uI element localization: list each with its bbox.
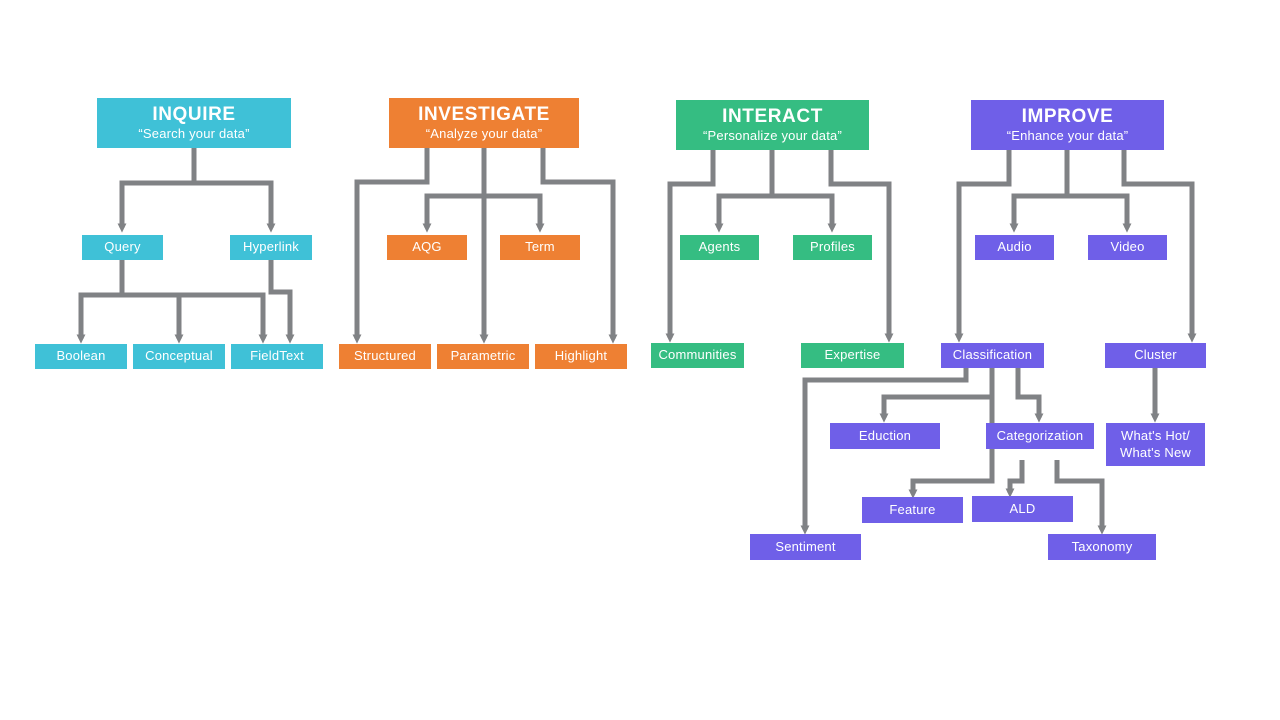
node-feature[interactable]: Feature (862, 497, 963, 523)
node-boolean[interactable]: Boolean (35, 344, 127, 369)
node-label: Cluster (1134, 347, 1177, 363)
node-label: Classification (952, 347, 1033, 363)
node-profiles[interactable]: Profiles (793, 235, 872, 260)
node-agents[interactable]: Agents (680, 235, 759, 260)
node-eduction[interactable]: Eduction (830, 423, 940, 449)
node-label: Agents (698, 239, 741, 255)
pillar-title: INQUIRE (152, 103, 236, 125)
node-term[interactable]: Term (500, 235, 580, 260)
node-label-line2: What's New (1120, 444, 1191, 460)
pillar-header-interact[interactable]: INTERACT “Personalize your data” (676, 100, 869, 150)
node-label: Highlight (554, 348, 608, 364)
node-label: Communities (658, 347, 737, 363)
node-expertise[interactable]: Expertise (801, 343, 904, 368)
pillar-tagline: “Search your data” (138, 126, 250, 142)
node-label-line1: What's Hot/ (1121, 428, 1190, 444)
node-aqg[interactable]: AQG (387, 235, 467, 260)
pillar-title: INTERACT (722, 105, 823, 127)
node-fieldtext[interactable]: FieldText (231, 344, 323, 369)
pillar-tagline: “Enhance your data” (1006, 128, 1129, 144)
node-label: Video (1110, 239, 1145, 255)
node-label: Hyperlink (243, 239, 299, 255)
node-label: FieldText (250, 348, 304, 364)
node-query[interactable]: Query (82, 235, 163, 260)
pillar-title: IMPROVE (1021, 105, 1114, 127)
node-structured[interactable]: Structured (339, 344, 431, 369)
pillar-tagline: “Personalize your data” (703, 128, 842, 144)
node-sentiment[interactable]: Sentiment (750, 534, 861, 560)
node-classification[interactable]: Classification (941, 343, 1044, 368)
pillar-header-improve[interactable]: IMPROVE “Enhance your data” (971, 100, 1164, 150)
node-taxonomy[interactable]: Taxonomy (1048, 534, 1156, 560)
node-ald[interactable]: ALD (972, 496, 1073, 522)
node-whats-hot-whats-new[interactable]: What's Hot/ What's New (1106, 423, 1205, 466)
node-communities[interactable]: Communities (651, 343, 744, 368)
node-label: Term (525, 239, 555, 255)
node-label: Feature (889, 501, 936, 517)
node-label: Profiles (810, 239, 855, 255)
pillar-tagline: “Analyze your data” (425, 126, 543, 142)
node-label: Eduction (858, 427, 912, 443)
pillar-header-inquire[interactable]: INQUIRE “Search your data” (97, 98, 291, 148)
node-label: Taxonomy (1071, 538, 1133, 554)
node-video[interactable]: Video (1088, 235, 1167, 260)
node-label: Expertise (824, 347, 881, 363)
node-label: Boolean (56, 348, 106, 364)
node-label: Conceptual (145, 348, 213, 364)
pillar-header-investigate[interactable]: INVESTIGATE “Analyze your data” (389, 98, 579, 148)
node-highlight[interactable]: Highlight (535, 344, 627, 369)
node-label: Categorization (996, 427, 1084, 443)
node-label: ALD (1009, 500, 1036, 516)
node-label: Structured (354, 348, 416, 364)
node-label: Query (104, 239, 141, 255)
node-label: Audio (997, 239, 1032, 255)
node-cluster[interactable]: Cluster (1105, 343, 1206, 368)
pillar-title: INVESTIGATE (418, 103, 550, 125)
node-label: AQG (412, 239, 442, 255)
node-conceptual[interactable]: Conceptual (133, 344, 225, 369)
node-label: Parametric (450, 348, 516, 364)
node-categorization[interactable]: Categorization (986, 423, 1094, 449)
node-parametric[interactable]: Parametric (437, 344, 529, 369)
node-audio[interactable]: Audio (975, 235, 1054, 260)
node-label: Sentiment (775, 538, 836, 554)
node-hyperlink[interactable]: Hyperlink (230, 235, 312, 260)
